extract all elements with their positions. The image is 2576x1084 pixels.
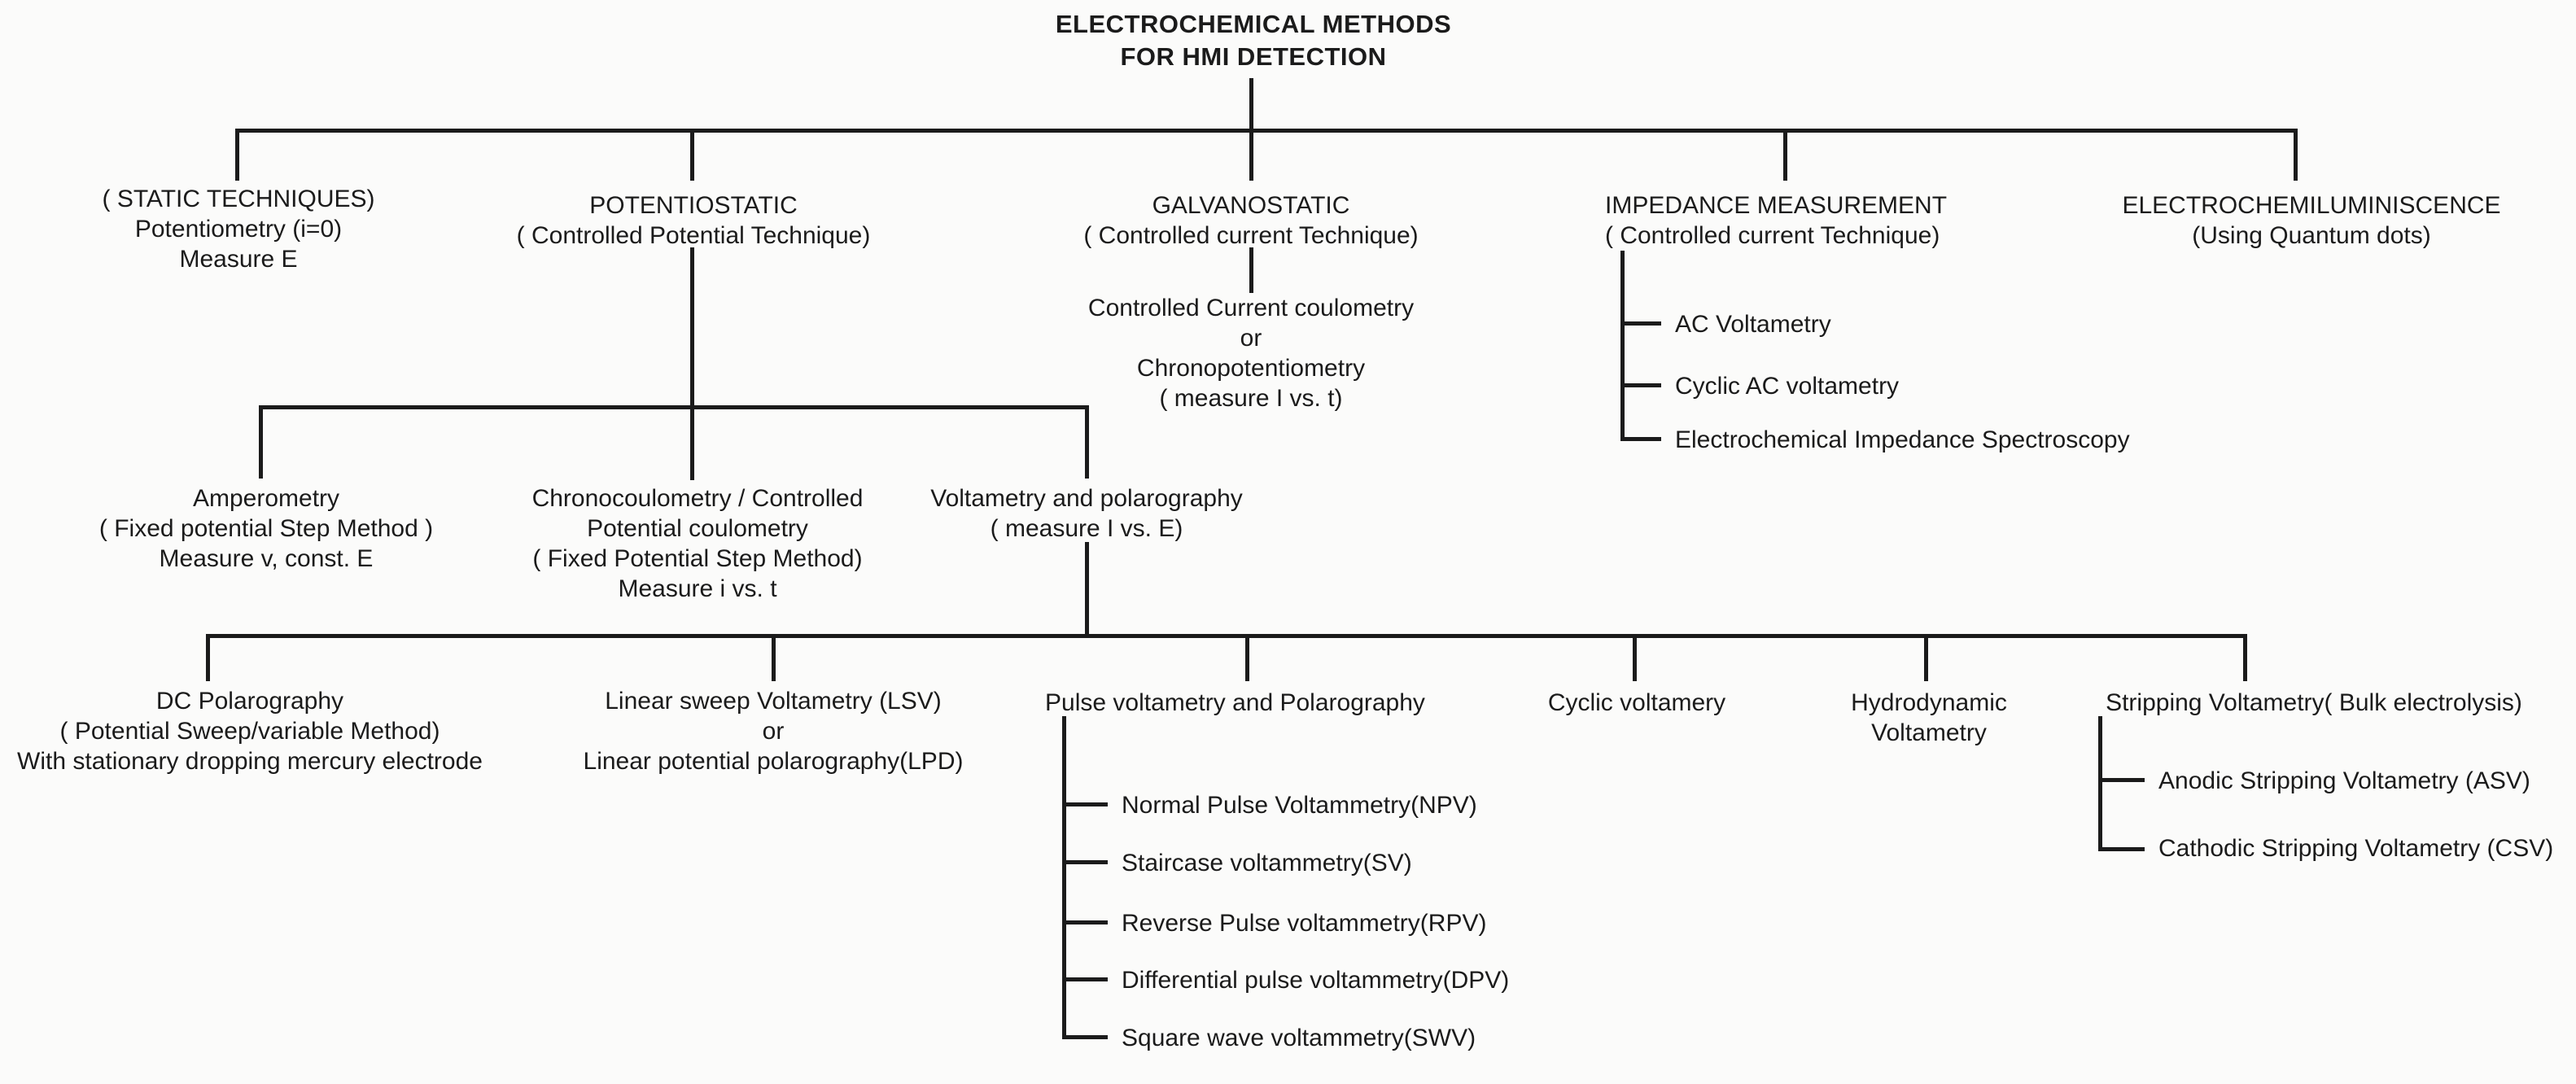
node-pulse-voltametry: Pulse voltametry and Polarography [1045, 689, 1425, 716]
connector-drop-stripping [2243, 634, 2247, 681]
node-dc-polarography: DC Polarography ( Potential Sweep/variab… [17, 688, 483, 775]
branch-impedance-measurement: IMPEDANCE MEASUREMENT ( Controlled curre… [1605, 192, 1948, 249]
connector-pulse-tick-4 [1062, 977, 1108, 981]
diagram-title: ELECTROCHEMICAL METHODS FOR HMI DETECTIO… [1055, 10, 1452, 71]
branch-galvanostatic: GALVANOSTATIC ( Controlled current Techn… [1083, 192, 1419, 249]
node-stripping-voltametry: Stripping Voltametry( Bulk electrolysis) [2106, 689, 2522, 716]
connector-drop-impedance [1783, 129, 1787, 181]
connector-drop-linear-sweep [772, 634, 776, 681]
node-linear-sweep-voltametry: Linear sweep Voltametry (LSV) or Linear … [583, 688, 964, 775]
connector-potentiostatic-spine [690, 247, 694, 480]
connector-stripping-tick-1 [2098, 778, 2145, 782]
connector-pulse-tick-5 [1062, 1035, 1108, 1039]
node-cyclic-ac-voltametry: Cyclic AC voltametry [1675, 373, 1900, 400]
connector-voltametry-stem [1085, 542, 1089, 637]
connector-level2-bar [259, 405, 1089, 409]
connector-pulse-tick-3 [1062, 920, 1108, 924]
node-anodic-stripping-voltametry: Anodic Stripping Voltametry (ASV) [2158, 767, 2530, 794]
connector-drop-voltametry [1085, 405, 1089, 479]
node-chronocoulometry: Chronocoulometry / Controlled Potential … [531, 485, 864, 602]
connector-drop-potentiostatic [690, 129, 694, 181]
node-reverse-pulse-voltammetry: Reverse Pulse voltammetry(RPV) [1122, 910, 1487, 937]
connector-impedance-tick-1 [1620, 321, 1661, 326]
connector-stripping-tick-2 [2098, 847, 2145, 851]
connector-level1-bar [235, 129, 2298, 133]
connector-drop-dc-polarography [206, 634, 210, 681]
node-hydrodynamic-voltametry: Hydrodynamic Voltametry [1851, 689, 2007, 746]
node-amperometry: Amperometry ( Fixed potential Step Metho… [98, 485, 434, 572]
connector-drop-amperometry [259, 405, 263, 479]
node-differential-pulse-voltammetry: Differential pulse voltammetry(DPV) [1122, 967, 1510, 994]
connector-level3-bar [206, 634, 2247, 638]
connector-title-stem [1249, 78, 1253, 132]
connector-galvanostatic-child [1249, 247, 1253, 293]
connector-pulse-tick-1 [1062, 802, 1108, 806]
node-cyclic-voltamery: Cyclic voltamery [1547, 689, 1726, 716]
node-normal-pulse-voltammetry: Normal Pulse Voltammetry(NPV) [1122, 792, 1477, 819]
node-square-wave-voltammetry: Square wave voltammetry(SWV) [1122, 1025, 1476, 1051]
connector-drop-cyclic [1633, 634, 1637, 681]
connector-impedance-tick-3 [1620, 437, 1661, 441]
connector-impedance-spine [1620, 251, 1625, 441]
node-ac-voltametry: AC Voltametry [1675, 311, 1831, 338]
node-voltametry-polarography: Voltametry and polarography ( measure I … [930, 485, 1243, 542]
connector-drop-static [235, 129, 239, 181]
connector-drop-ecl [2294, 129, 2298, 181]
branch-electrochemiluminiscence: ELECTROCHEMILUMINISCENCE (Using Quantum … [2122, 192, 2501, 249]
node-staircase-voltammetry: Staircase voltammetry(SV) [1122, 850, 1412, 876]
node-eis: Electrochemical Impedance Spectroscopy [1675, 426, 2130, 453]
connector-pulse-spine [1062, 716, 1066, 1039]
connector-pulse-tick-2 [1062, 860, 1108, 864]
node-cathodic-stripping-voltametry: Cathodic Stripping Voltametry (CSV) [2158, 835, 2554, 862]
connector-drop-hydrodynamic [1924, 634, 1928, 681]
connector-drop-pulse [1245, 634, 1249, 681]
branch-static-techniques: ( STATIC TECHNIQUES) Potentiometry (i=0)… [102, 186, 375, 273]
connector-impedance-tick-2 [1620, 383, 1661, 387]
node-galvanostatic-coulometry: Controlled Current coulometry or Chronop… [1087, 295, 1415, 412]
connector-drop-galvanostatic [1249, 129, 1253, 181]
branch-potentiostatic: POTENTIOSTATIC ( Controlled Potential Te… [516, 192, 871, 249]
connector-stripping-spine [2098, 716, 2102, 851]
